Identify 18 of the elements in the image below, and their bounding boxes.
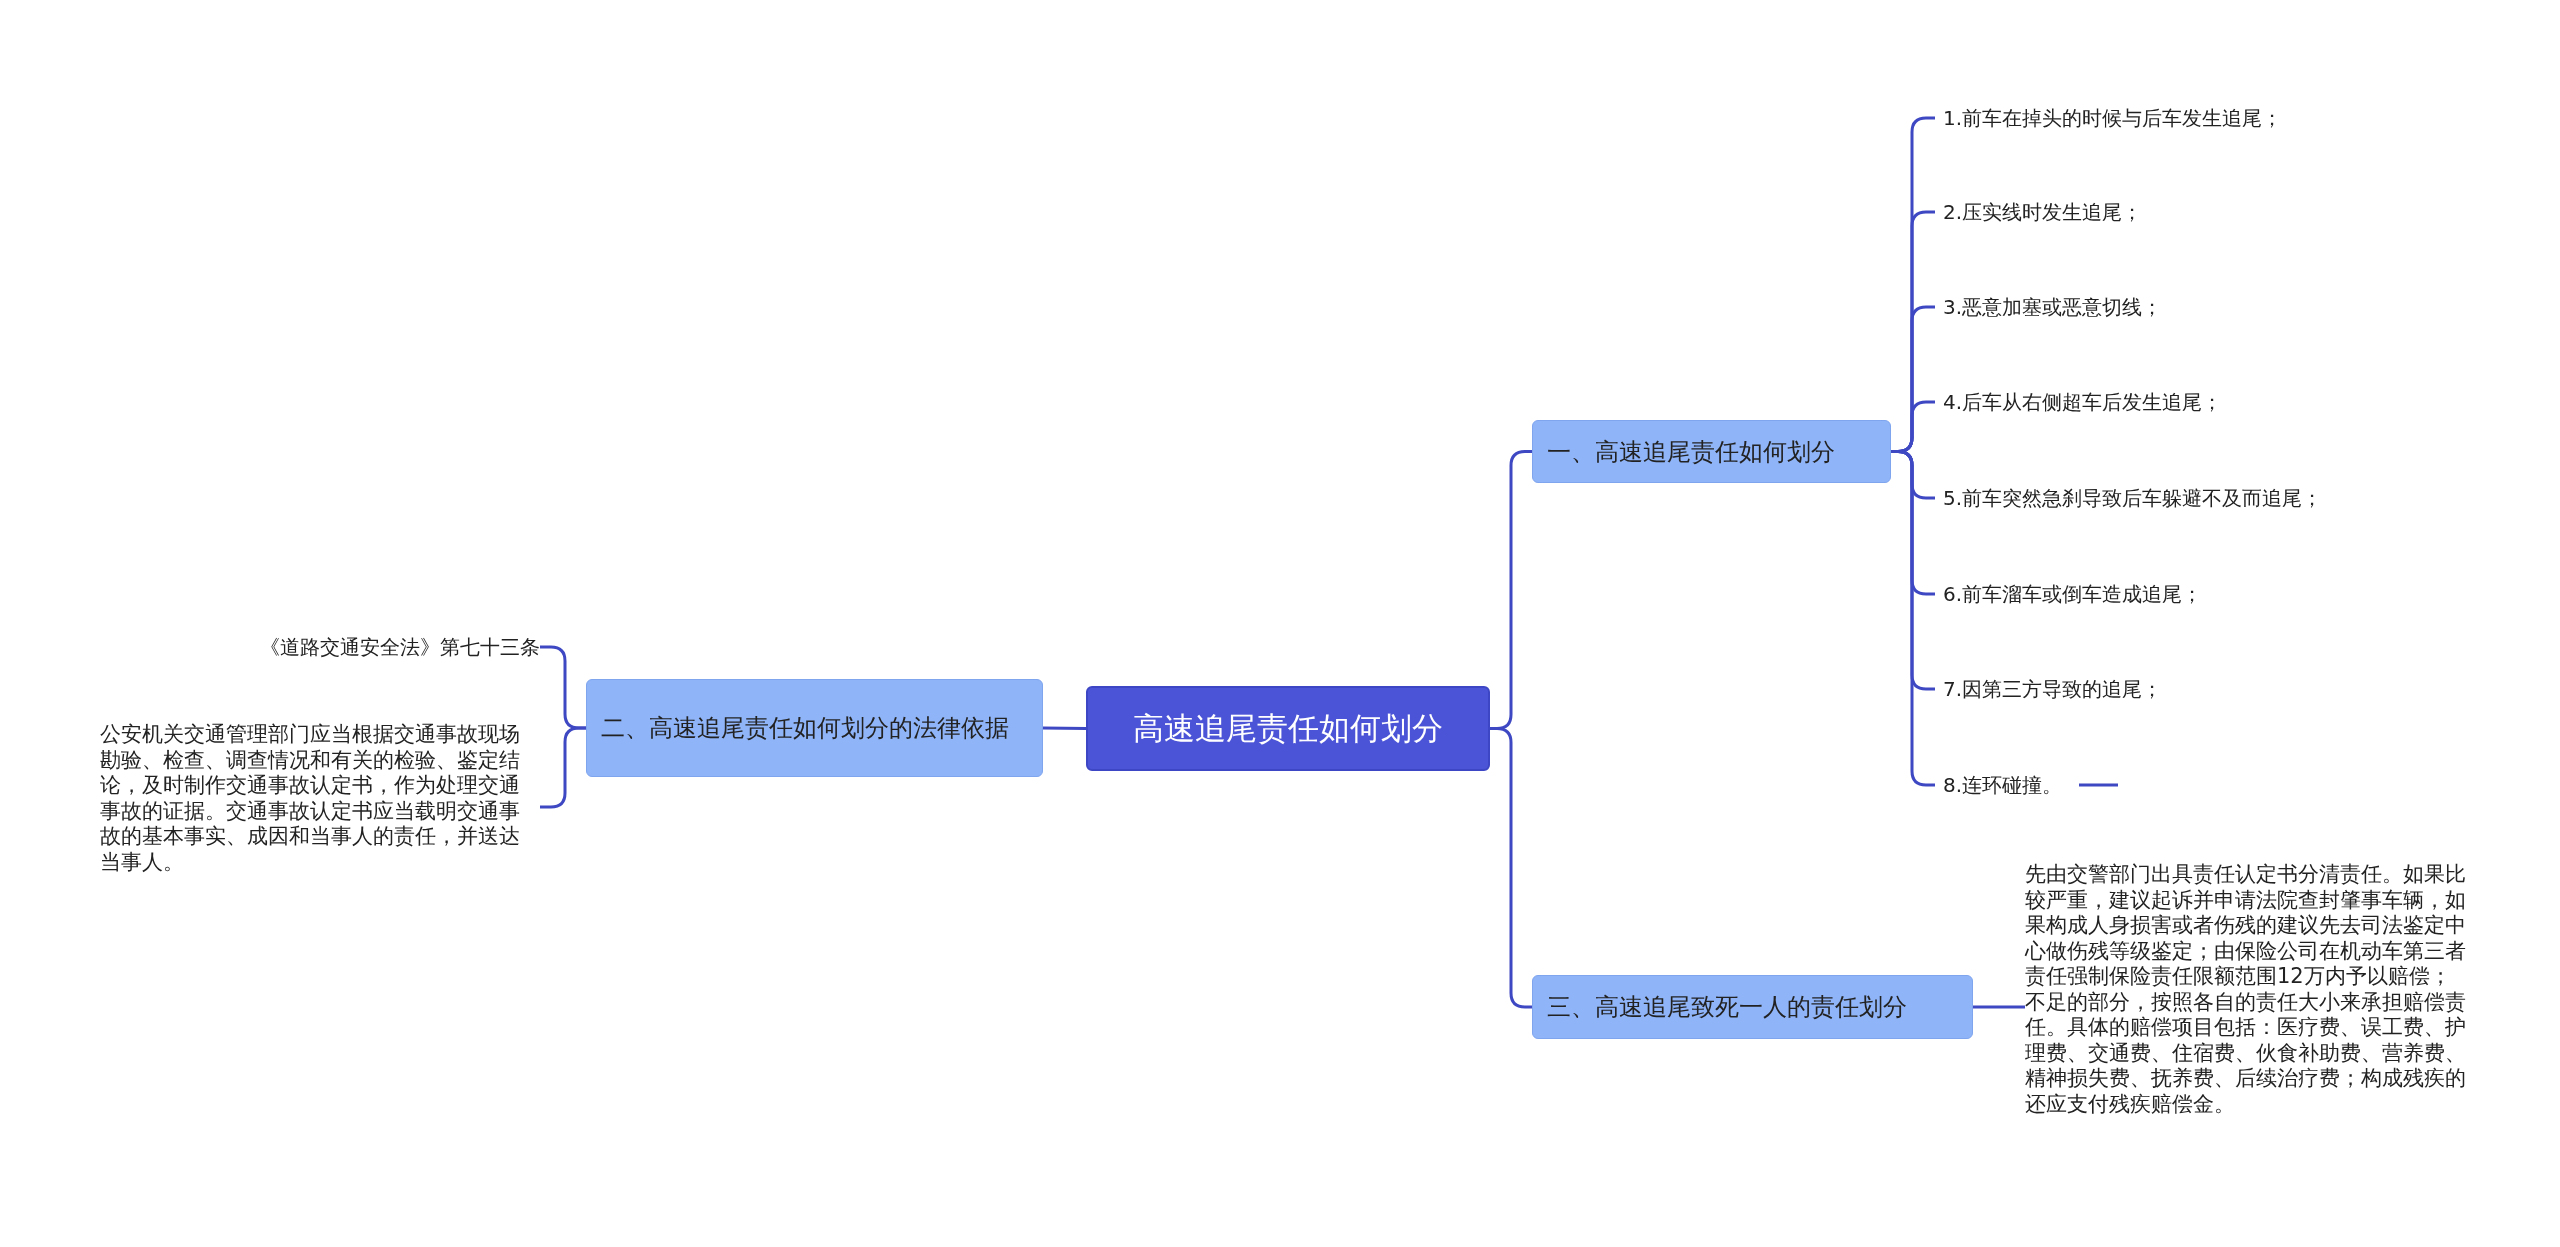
subtopic-text: 5.前车突然急刹导致后车躲避不及而追尾； <box>1935 484 2435 512</box>
note-paragraph: 先由交警部门出具责任认定书分清责任。如果比较严重，建议起诉并申请法院查封肇事车辆，如果构成人身损害或者伤残的建议先去司法鉴定中心做伤残等级鉴定；由保险公司在机动车第三者责任强制保险责任限额范围12万内予以赔偿；不足的部分，按照各自的责任大小来承担赔偿责任。具体的赔偿项目包括：医疗费、误工费、护理费、交通费、住宿费、伙食补助费、营养费、精神损失费、抚养费、后续治疗费；构成残疾的还应支付残疾赔偿金。 <box>2025 862 2470 1147</box>
subtopic-text: 2.压实线时发生追尾； <box>1935 198 2435 226</box>
connector-line <box>1490 727 1532 1009</box>
note-paragraph: 公安机关交通管理部门应当根据交通事故现场勘验、检查、调查情况和有关的检验、鉴定结论，及时制作交通事故认定书，作为处理交通事故的证据。交通事故认定书应当载明交通事故的基本事实、成因和当事人的责任，并送达当事人。 <box>100 722 540 897</box>
subtopic-text: 8.连环碰撞。 <box>1935 771 2085 799</box>
topic-box: 二、高速追尾责任如何划分的法律依据 <box>586 679 1043 777</box>
topic-box: 三、高速追尾致死一人的责任划分 <box>1532 975 1973 1039</box>
subtopic-text: 6.前车溜车或倒车造成追尾； <box>1935 580 2435 608</box>
subtopic-text: 1.前车在掉头的时候与后车发生追尾； <box>1935 104 2435 132</box>
subtopic-text: 4.后车从右侧超车后发生追尾； <box>1935 388 2435 416</box>
subtopic-text: 3.恶意加塞或恶意切线； <box>1935 293 2435 321</box>
connector-line <box>1973 1005 2025 1009</box>
subtopic-text: 《道路交通安全法》第七十三条 <box>236 633 540 661</box>
central-topic-box: 高速追尾责任如何划分 <box>1086 686 1490 771</box>
connector-line <box>1043 726 1086 730</box>
subtopic-text: 7.因第三方导致的追尾； <box>1935 675 2435 703</box>
topic-box: 一、高速追尾责任如何划分 <box>1532 420 1891 483</box>
